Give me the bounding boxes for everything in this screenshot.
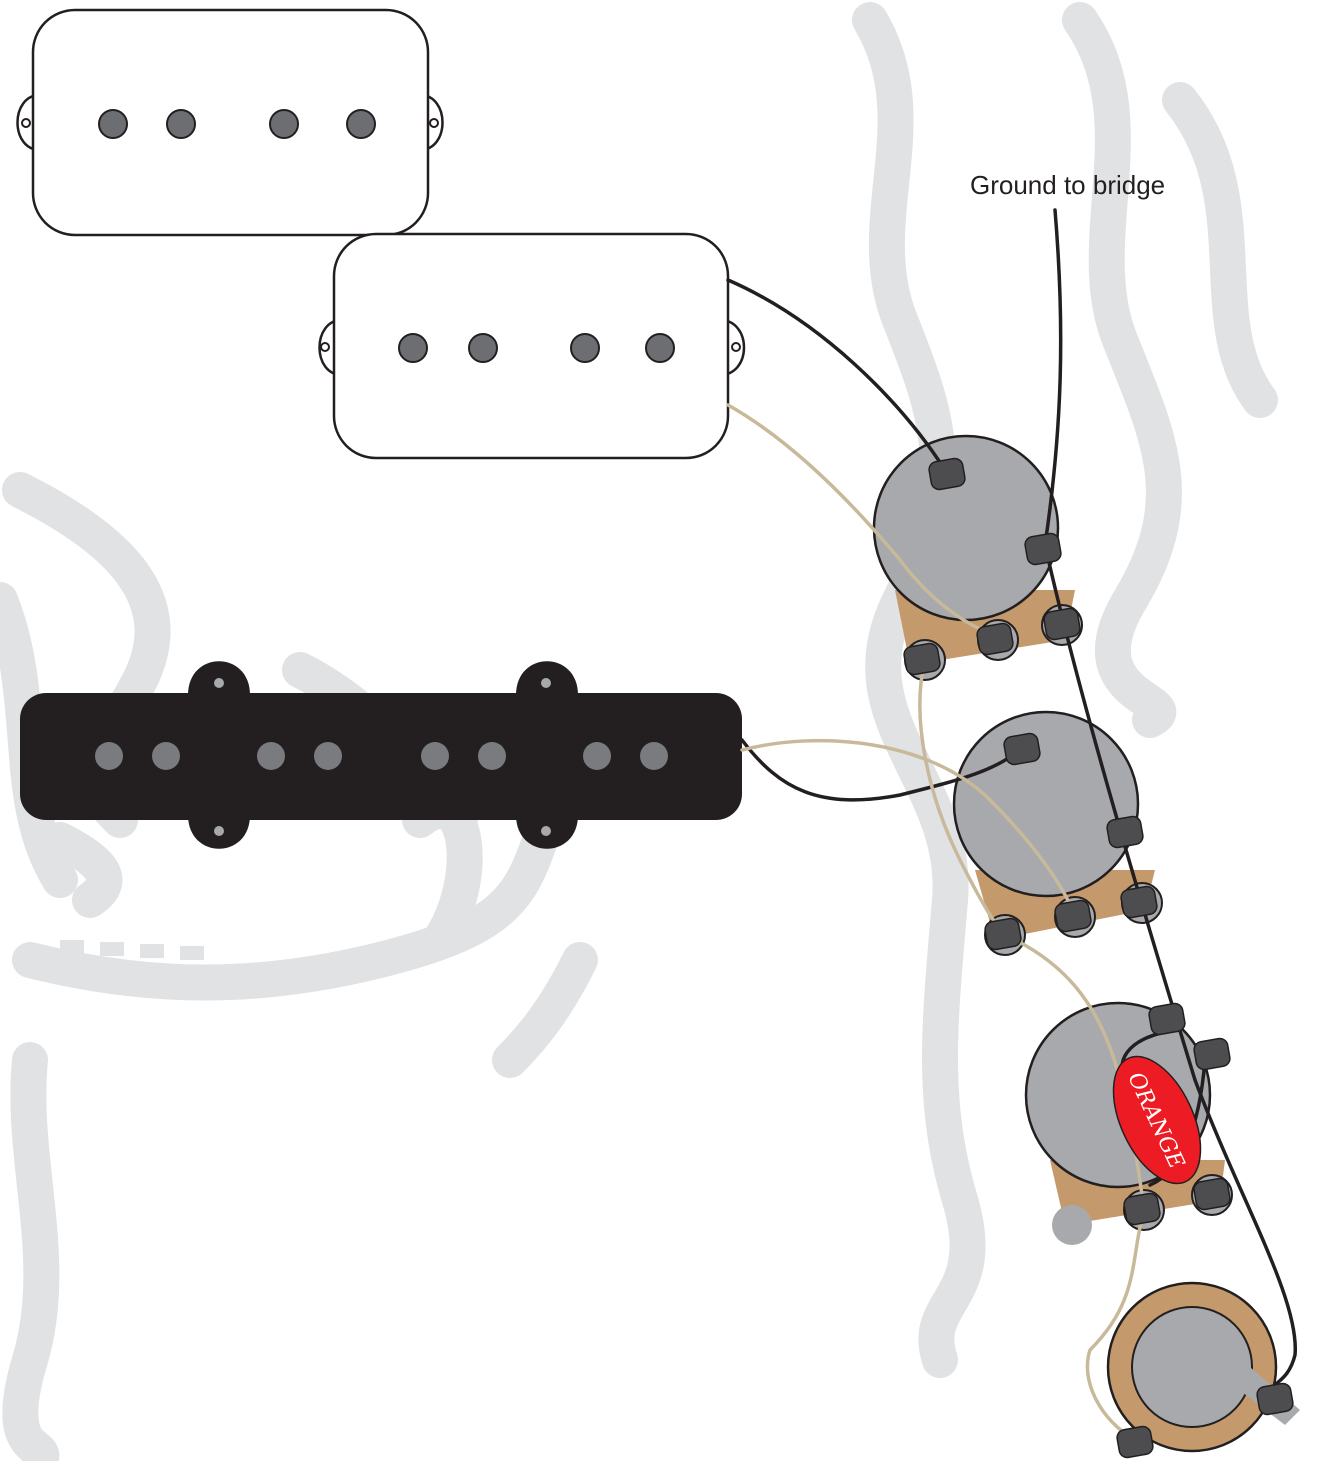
solder-joint	[1054, 899, 1092, 933]
bridge-p-pickup	[318, 232, 746, 460]
pickup-cover	[31, 8, 430, 237]
mount-screw-hole	[731, 342, 741, 352]
solder-joint	[976, 622, 1014, 656]
pole-piece	[257, 742, 285, 770]
pole-piece	[346, 109, 376, 139]
solder-joint	[1106, 815, 1144, 849]
solder-joint	[1003, 732, 1041, 766]
pole-piece	[166, 109, 196, 139]
jazz-pickup-ground-wire	[740, 738, 1077, 917]
pole-piece	[583, 742, 611, 770]
mount-screw-hole	[429, 118, 439, 128]
tan-wires	[726, 403, 1146, 1442]
pot1-to-pot2-wire	[918, 658, 1007, 937]
pole-piece	[468, 333, 498, 363]
mount-screw-hole	[21, 118, 31, 128]
pole-piece	[269, 109, 299, 139]
mount-screw-hole	[320, 342, 330, 352]
pot-body	[872, 434, 1060, 622]
pole-piece	[98, 109, 128, 139]
solder-joint	[1148, 1002, 1186, 1036]
mount-screw-hole	[214, 678, 224, 688]
capacitor-body	[1112, 1055, 1202, 1185]
jazz-pickup-cover	[20, 693, 742, 820]
solder-joint	[1193, 1037, 1231, 1071]
pole-piece	[152, 742, 180, 770]
pole-piece	[398, 333, 428, 363]
bridge-pickup-hot-wire	[726, 278, 947, 472]
pole-piece	[421, 742, 449, 770]
pole-piece	[645, 333, 675, 363]
tone-to-jack-wire	[1085, 1208, 1146, 1442]
solder-joints	[903, 457, 1294, 1459]
solder-joint	[1120, 885, 1158, 919]
background-dashes	[60, 940, 204, 960]
solder-joint	[984, 917, 1022, 951]
solder-joint	[1024, 532, 1062, 566]
pole-piece	[640, 742, 668, 770]
solder-joint	[928, 457, 966, 491]
jazz-pickup-hot-wire	[740, 738, 1027, 802]
solder-joint	[1116, 1425, 1154, 1459]
pot-body	[952, 710, 1140, 898]
ground-to-bridge-label: Ground to bridge	[970, 170, 1165, 200]
mount-screw-hole	[541, 826, 551, 836]
solder-joint	[1123, 1192, 1161, 1226]
mount-screw-hole	[541, 678, 551, 688]
neck-p-pickup	[16, 8, 444, 237]
pole-piece	[478, 742, 506, 770]
jack-barrel	[1131, 1306, 1253, 1428]
output-jack	[1106, 1281, 1300, 1453]
mount-screw-hole	[214, 826, 224, 836]
solder-joint	[1256, 1382, 1294, 1416]
jazz-pickup	[20, 661, 742, 849]
solder-joint	[1193, 1177, 1231, 1211]
solder-joint	[903, 642, 941, 676]
pole-piece	[95, 742, 123, 770]
pot-lug	[1052, 1205, 1092, 1245]
pole-piece	[570, 333, 600, 363]
pickup-cover	[332, 232, 730, 460]
pole-piece	[314, 742, 342, 770]
bridge-pickup-ground-wire	[726, 403, 997, 637]
solder-joint	[1043, 607, 1081, 641]
